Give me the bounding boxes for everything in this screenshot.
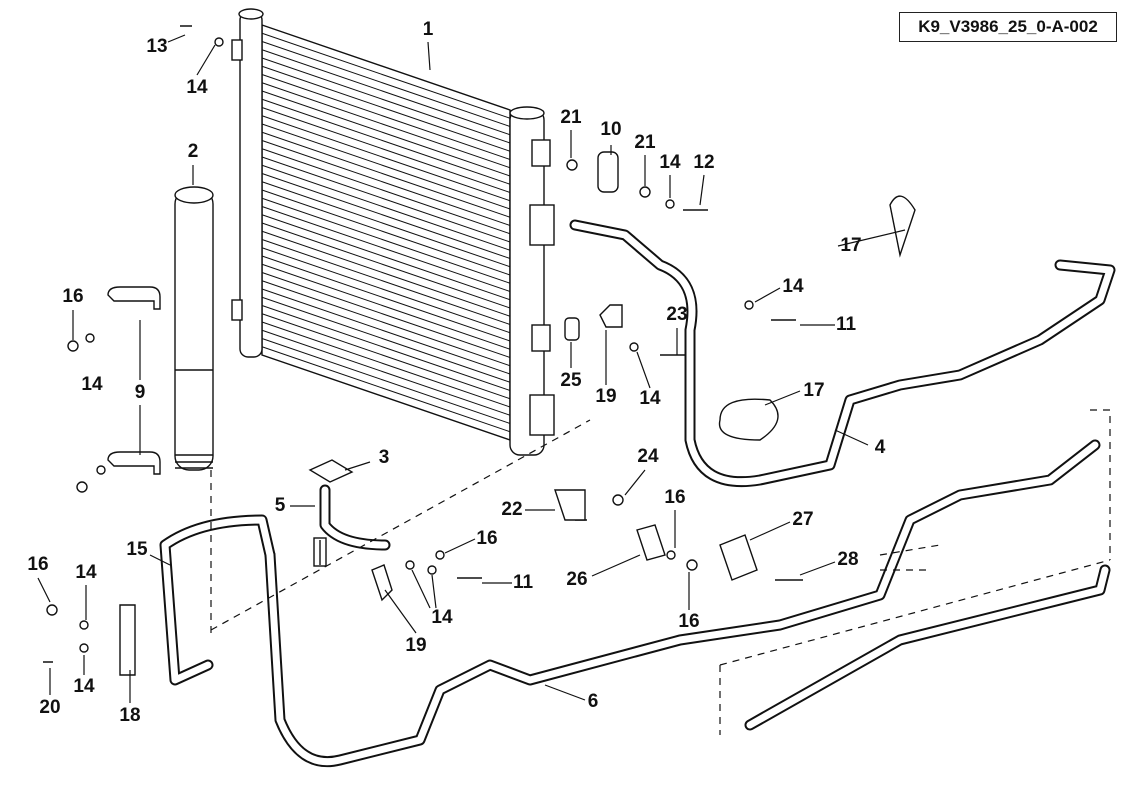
condenser-fin — [261, 90, 511, 177]
part-callout-10: 10 — [600, 119, 622, 140]
condenser-fin — [261, 173, 511, 259]
condenser-fin — [261, 189, 511, 276]
part-callout-19: 19 — [405, 635, 427, 656]
hose-15 — [159, 514, 276, 686]
part-callout-16: 16 — [664, 487, 686, 508]
condenser-fin — [261, 313, 511, 400]
condenser-fin — [261, 239, 511, 325]
condenser-fin — [261, 197, 511, 284]
part-callout-28: 28 — [837, 549, 859, 570]
diagram-code-label: K9_V3986_25_0-A-002 — [899, 12, 1117, 42]
part-callout-27: 27 — [792, 509, 814, 530]
part-callout-14: 14 — [81, 374, 103, 395]
condenser-fin — [261, 296, 511, 383]
part-callout-25: 25 — [560, 370, 582, 391]
condenser-fin — [261, 74, 511, 160]
condenser-fin — [261, 131, 511, 218]
part-callout-13: 13 — [146, 36, 168, 57]
part-callout-14: 14 — [782, 276, 804, 297]
part-callout-19: 19 — [595, 386, 617, 407]
condenser-fin — [261, 338, 511, 424]
condenser-fin — [261, 247, 511, 334]
condenser-fin — [261, 156, 511, 243]
part-callout-5: 5 — [274, 495, 286, 516]
condenser-fin — [261, 222, 511, 309]
part-callout-21: 21 — [560, 107, 582, 128]
condenser-fin — [261, 164, 511, 251]
part-callout-14: 14 — [75, 562, 97, 583]
condenser-fin — [261, 57, 511, 144]
condenser-fin — [261, 82, 511, 169]
condenser-fin — [261, 305, 511, 391]
condenser-fin — [261, 346, 511, 433]
condenser-fin — [261, 140, 511, 226]
part-callout-16: 16 — [678, 611, 700, 632]
part-callout-14: 14 — [659, 152, 681, 173]
condenser-fin — [261, 263, 511, 350]
condenser-fin — [261, 206, 511, 292]
receiver-drier — [174, 186, 214, 471]
part-callout-26: 26 — [566, 569, 588, 590]
part-callout-16: 16 — [62, 286, 84, 307]
part-callout-3: 3 — [378, 447, 390, 468]
condenser-fin — [261, 321, 511, 408]
part-callout-21: 21 — [634, 132, 656, 153]
part-callout-18: 18 — [119, 705, 141, 726]
condenser-fin — [261, 272, 511, 358]
part-callout-14: 14 — [73, 676, 95, 697]
part-callout-14: 14 — [186, 77, 208, 98]
condenser-fin — [261, 98, 511, 185]
condenser-fin — [261, 181, 511, 268]
part-callout-24: 24 — [637, 446, 659, 467]
part-callout-4: 4 — [874, 437, 886, 458]
part-callout-22: 22 — [501, 499, 523, 520]
condenser-fin — [261, 65, 511, 152]
part-callout-16: 16 — [476, 528, 498, 549]
part-callout-11: 11 — [512, 572, 534, 593]
condenser-fin — [261, 123, 511, 210]
part-callout-17: 17 — [803, 380, 825, 401]
part-callout-23: 23 — [666, 304, 688, 325]
condenser-fin — [261, 32, 511, 119]
part-callout-16: 16 — [27, 554, 49, 575]
part-callout-14: 14 — [431, 607, 453, 628]
condenser-fin — [261, 41, 511, 127]
condenser-radiator — [231, 8, 555, 456]
hose-lower — [744, 564, 1111, 731]
condenser-fin — [261, 255, 511, 342]
condenser-fin — [261, 148, 511, 235]
condenser-fin — [261, 329, 511, 416]
part-callout-11: 11 — [835, 314, 857, 335]
condenser-fin — [261, 230, 511, 317]
part-callout-17: 17 — [840, 235, 862, 256]
condenser-fin — [261, 214, 511, 301]
condenser-fin — [261, 115, 511, 202]
part-callout-14: 14 — [639, 388, 661, 409]
part-callout-6: 6 — [587, 691, 599, 712]
part-callout-12: 12 — [693, 152, 715, 173]
condenser-fin — [261, 49, 511, 136]
part-callout-15: 15 — [126, 539, 148, 560]
condenser-fin — [261, 280, 511, 367]
part-callout-2: 2 — [187, 141, 199, 162]
condenser-fin — [261, 288, 511, 375]
part-callout-9: 9 — [134, 382, 146, 403]
part-callout-1: 1 — [422, 19, 434, 40]
part-callout-20: 20 — [39, 697, 61, 718]
condenser-fin — [261, 107, 511, 193]
